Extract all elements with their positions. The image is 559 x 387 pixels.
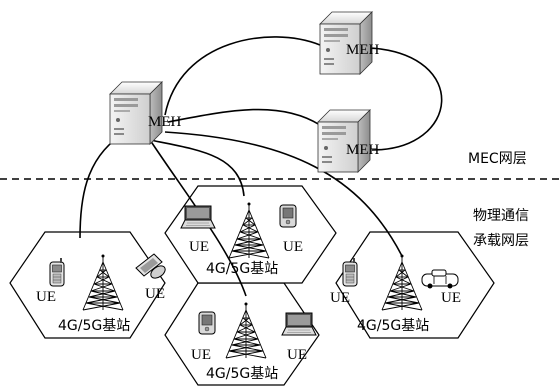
ue-label: UE — [191, 347, 211, 363]
ue-label: UE — [283, 239, 303, 255]
layer-label-physical-line2: 承载网层 — [473, 233, 529, 249]
cell-left: UE UE 4G/5G基站 — [36, 253, 168, 334]
link-main-to-right-cell — [164, 131, 403, 257]
pda-icon — [198, 311, 216, 335]
base-station-label: 4G/5G基站 — [58, 317, 130, 334]
cell-right-hexagon — [335, 231, 495, 339]
cell-top: UE UE 4G/5G基站 — [180, 202, 303, 277]
meh-label-top-right: MEH — [346, 42, 380, 58]
cell-bottom: UE UE 4G/5G基站 — [191, 302, 317, 382]
link-main-to-top-cell — [149, 139, 245, 197]
layer-label-physical-line1: 物理通信 — [473, 208, 529, 224]
meh-server-top-right: MEH — [319, 11, 380, 75]
mobile-phone-icon — [342, 257, 358, 287]
cell-left-hexagon — [9, 231, 166, 339]
ue-label: UE — [36, 289, 56, 305]
ue-label: UE — [145, 286, 165, 302]
pda-icon — [279, 204, 297, 228]
link-main-to-bottom-right — [167, 108, 321, 126]
meh-server-bottom-right: MEH — [317, 109, 380, 173]
link-top-right-to-bottom-right — [370, 47, 443, 151]
ue-label: UE — [330, 290, 350, 306]
cell-right: UE UE 4G/5G基站 — [330, 254, 461, 334]
layer-label-mec: MEC网层 — [468, 151, 527, 167]
base-station-label: 4G/5G基站 — [206, 260, 278, 277]
base-station-label: 4G/5G基站 — [206, 365, 278, 382]
ue-label: UE — [441, 290, 461, 306]
meh-label-main: MEH — [148, 114, 182, 130]
laptop-icon — [180, 205, 216, 229]
link-main-to-left-cell — [79, 135, 121, 239]
meh-server-main: MEH — [109, 81, 182, 145]
base-station-label: 4G/5G基站 — [357, 317, 429, 334]
meh-label-bottom-right: MEH — [346, 142, 380, 158]
laptop-icon — [281, 312, 317, 336]
link-main-to-top-right — [164, 36, 321, 116]
ue-label: UE — [287, 347, 307, 363]
ue-label: UE — [189, 239, 209, 255]
mobile-phone-icon — [49, 257, 65, 287]
